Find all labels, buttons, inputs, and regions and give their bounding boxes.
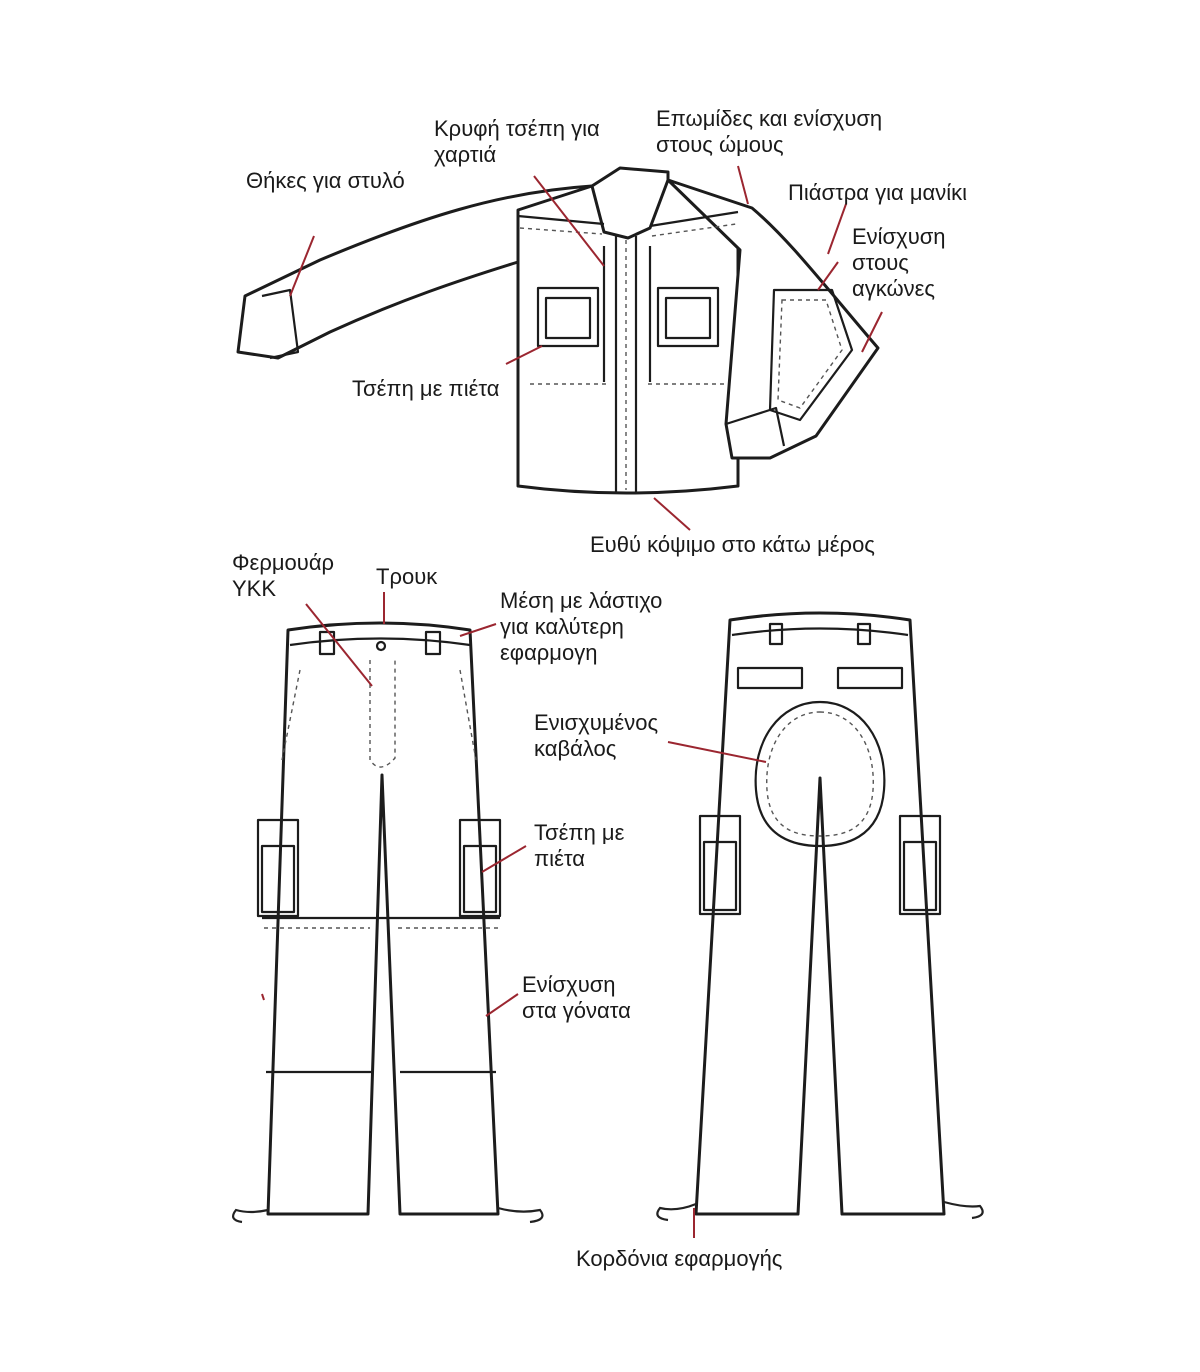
shirt-collar <box>590 166 670 240</box>
label-flap-pocket-pants-line2: πιέτα <box>534 846 585 871</box>
fly-stitching <box>369 660 396 768</box>
label-zipper-line2: YKK <box>232 576 277 601</box>
label-elbow-reinforcement: Ενίσχυση στους αγκώνες <box>852 224 946 302</box>
label-zipper-line1: Φερμουάρ <box>232 550 335 575</box>
belt-loop <box>318 630 336 656</box>
pants-front-drawing <box>256 621 502 1216</box>
belt-loop <box>856 622 872 646</box>
shirt-yoke <box>517 210 739 228</box>
shirt-placket <box>614 236 638 492</box>
label-waist-line1: Μέση με λάστιχο <box>500 588 663 613</box>
label-knees-line1: Ενίσχυση <box>522 972 616 997</box>
label-elastic-waist: Μέση με λάστιχο για καλύτερη εφαρμογη <box>500 588 662 666</box>
label-knee-reinforcement: Ενίσχυση στα γόνατα <box>522 972 631 1024</box>
label-flap-pocket-pants: Τσέπη με πιέτα <box>534 820 624 872</box>
shirt-right-cuff <box>725 406 786 447</box>
pants-back-drawing <box>694 611 946 1216</box>
shirt-left-sleeve <box>236 184 594 360</box>
label-waist-line3: εφαρμογη <box>500 640 598 665</box>
label-elbow-line1: Ενίσχυση <box>852 224 946 249</box>
label-pen-holders: Θήκες για στυλό <box>246 168 405 193</box>
back-right-pocket <box>836 666 904 690</box>
label-epaulettes-line1: Επωμίδες και ενίσχυση <box>656 106 883 131</box>
label-knees-line2: στα γόνατα <box>522 998 631 1023</box>
pants-back-waistband <box>731 627 909 637</box>
label-hidden-pocket: Κρυφή τσέπη για χαρτιά <box>434 116 600 168</box>
shirt-left-pocket <box>536 286 600 348</box>
label-crotch-line1: Ενισχυμένος <box>534 710 659 735</box>
label-flap-pocket-shirt: Τσέπη με πιέτα <box>352 376 500 401</box>
label-sleeve-tab: Πιάστρα για μανίκι <box>788 180 967 205</box>
label-crotch-line2: καβάλος <box>534 736 617 761</box>
label-epaulettes-line2: στους ώμους <box>656 132 784 157</box>
label-flap-pocket-pants-line1: Τσέπη με <box>534 820 625 845</box>
front-left-cargo-pocket <box>256 818 300 918</box>
belt-loop <box>424 630 442 656</box>
label-reinforced-crotch: Ενισχυμένος καβάλος <box>534 710 658 762</box>
leader-lines <box>261 165 883 1238</box>
label-snap: Τρουκ <box>376 564 438 589</box>
label-epaulettes: Επωμίδες και ενίσχυση στους ώμους <box>656 106 882 158</box>
pants-back-outline <box>694 611 946 1216</box>
label-straight-hem: Ευθύ κόψιμο στο κάτω μέρος <box>590 532 875 557</box>
front-right-cargo-pocket <box>458 818 502 918</box>
snap-button <box>375 640 387 652</box>
label-hidden-pocket-line1: Κρυφή τσέπη για <box>434 116 600 141</box>
shirt-left-cuff <box>261 288 300 360</box>
pants-front-waistband <box>289 637 471 647</box>
shirt-elbow-patch <box>768 288 854 422</box>
back-left-cargo-pocket <box>698 814 742 916</box>
back-right-cargo-pocket <box>898 814 942 916</box>
front-knee-panel <box>262 916 500 1074</box>
label-waist-line2: για καλύτερη <box>500 614 624 639</box>
back-left-pocket <box>736 666 804 690</box>
label-drawcords: Κορδόνια εφαρμογής <box>576 1246 783 1271</box>
label-zipper: Φερμουάρ YKK <box>232 550 334 602</box>
shirt-drawing <box>236 166 880 495</box>
label-hidden-pocket-line2: χαρτιά <box>434 142 497 167</box>
reinforced-crotch-patch <box>754 700 886 848</box>
shirt-body <box>516 178 740 495</box>
drawcords <box>232 1200 984 1224</box>
shirt-right-pocket <box>656 286 720 348</box>
label-elbow-line3: αγκώνες <box>852 276 936 301</box>
belt-loop <box>768 622 784 646</box>
label-elbow-line2: στους <box>852 250 909 275</box>
